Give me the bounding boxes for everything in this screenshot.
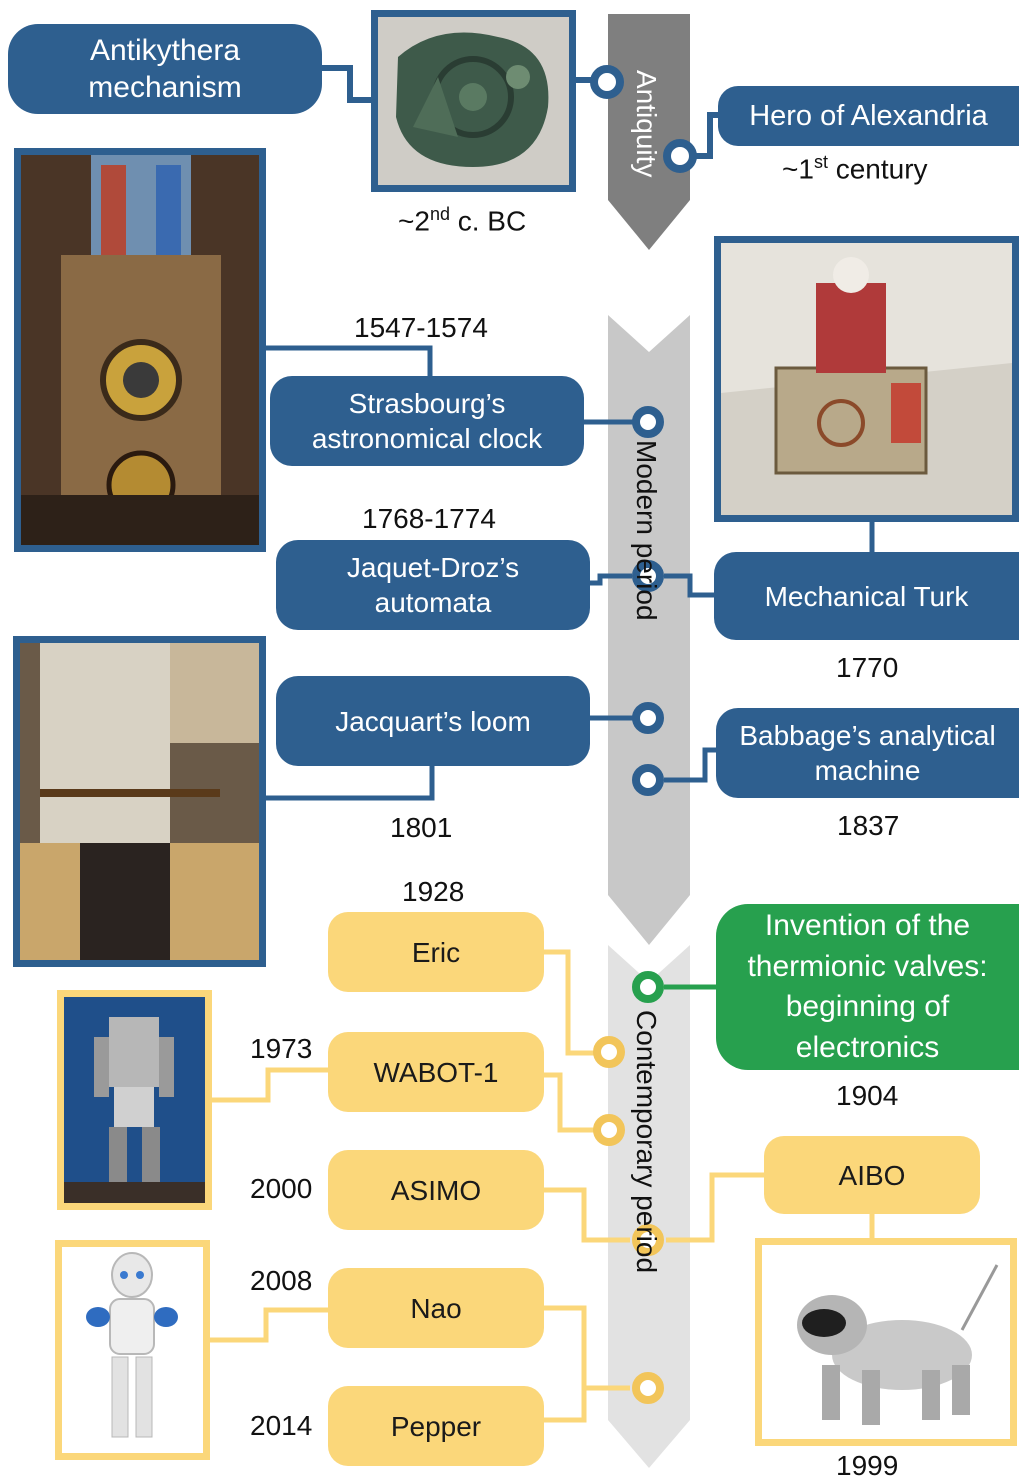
turk-photo [714,236,1019,522]
babbage-date: 1837 [837,810,900,841]
turk-label: Mechanical Turk [764,580,969,612]
jaquet-droz-label: Jaquet-Droz’s automata [346,552,520,618]
contemporary-nodes [593,1036,664,1404]
antiquity-arrow [608,14,690,250]
hero-date-suffix: century [827,153,928,185]
jaquet-droz-date: 1768-1774 [362,503,496,534]
wabot-label: WABOT-1 [373,1056,499,1088]
asimo-label: ASIMO [390,1174,482,1206]
hero-date-sup: st [813,152,828,172]
nao-label: Nao [410,1292,462,1324]
babbage-label: Babbage’s analytical machine [739,720,996,786]
jacquard-label: Jacquart’s loom [335,705,531,737]
antikythera-date: ~2nd c. BC [398,204,526,237]
wabot-date: 1973 [250,1033,313,1064]
valves-label: Invention of the thermionic valves: begi… [747,909,988,1064]
eric-label: Eric [411,936,461,968]
turk-date: 1770 [836,652,899,683]
pepper-date: 2014 [250,1410,313,1441]
aibo-box: AIBO [764,1136,980,1214]
nao-box: Nao [328,1268,544,1348]
contemporary-arrow [608,945,690,1468]
asimo-date: 2000 [250,1173,313,1204]
contemporary-connectors [210,949,875,1423]
aibo-date: 1999 [836,1450,899,1481]
antikythera-date-suffix: c. BC [449,205,527,237]
hero-box: Hero of Alexandria [718,86,1019,146]
hero-label: Hero of Alexandria [749,99,988,132]
wabot-box: WABOT-1 [328,1032,544,1112]
antikythera-photo [371,10,576,192]
valves-node [632,971,664,1003]
eric-date: 1928 [402,876,465,907]
pepper-box: Pepper [328,1386,544,1466]
pepper-label: Pepper [390,1410,482,1442]
wabot-photo [57,990,212,1210]
asimo-box: ASIMO [328,1150,544,1230]
hero-date: ~1st century [782,152,928,185]
modern-nodes [590,65,697,796]
modern-arrow [608,315,690,945]
strasbourg-date: 1547-1574 [354,312,488,343]
era-label-antiquity: Antiquity [631,70,662,178]
strasbourg-box: Strasbourg’s astronomical clock [270,376,584,466]
aibo-label: AIBO [838,1159,906,1191]
valves-date: 1904 [836,1080,899,1111]
jaquet-droz-box: Jaquet-Droz’s automata [276,540,590,630]
hero-date-prefix: ~1 [782,153,814,185]
antikythera-date-prefix: ~2 [398,205,430,237]
antikythera-label: Antikythera mechanism [88,33,242,105]
modern-connectors [265,345,875,801]
valves-box: Invention of the thermionic valves: begi… [716,904,1019,1070]
jacquard-photo [13,636,266,967]
strasbourg-label: Strasbourg’s astronomical clock [311,388,543,454]
jacquard-date: 1801 [390,812,453,843]
turk-box: Mechanical Turk [714,552,1019,640]
jacquard-box: Jacquart’s loom [276,676,590,766]
babbage-box: Babbage’s analytical machine [716,708,1019,798]
antikythera-date-sup: nd [429,204,450,224]
era-label-contemporary: Contemporary period [631,1010,662,1274]
nao-date: 2008 [250,1265,313,1296]
aibo-photo [755,1238,1017,1446]
nao-photo [55,1240,210,1460]
eric-box: Eric [328,912,544,992]
era-label-modern: Modern period [631,440,662,621]
strasbourg-photo [14,148,266,552]
antikythera-box: Antikythera mechanism [8,24,322,114]
